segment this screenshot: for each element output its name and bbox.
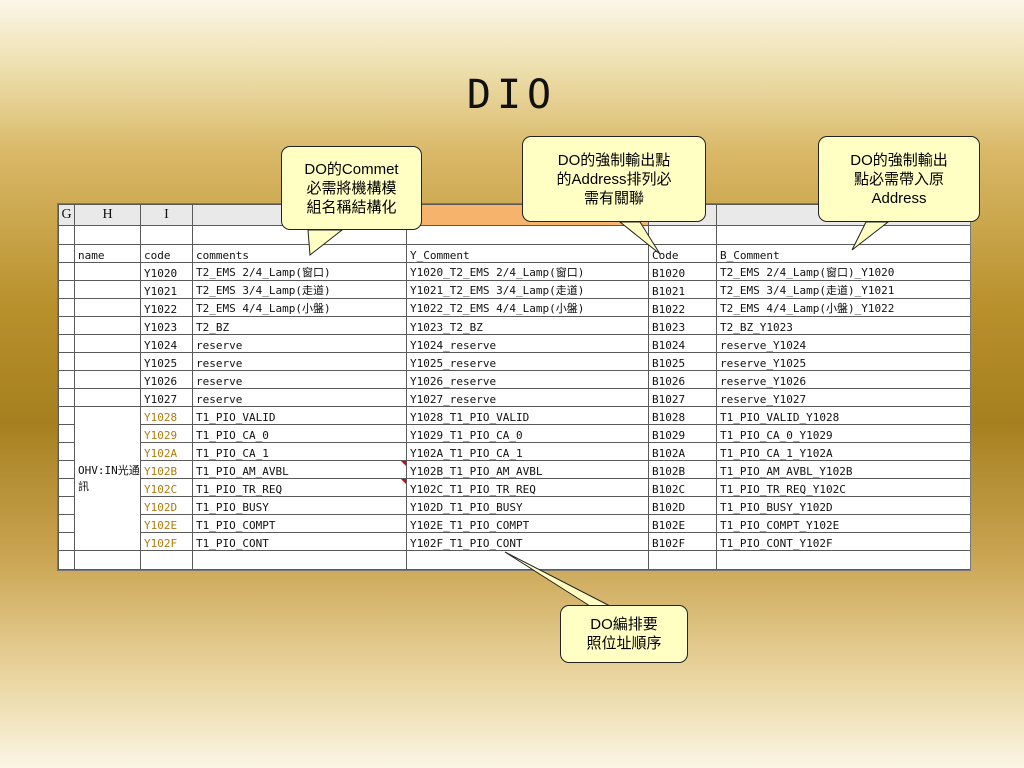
field-header-cell[interactable]: name — [74, 244, 141, 263]
cell-code[interactable]: Y102C — [140, 478, 193, 497]
cell-y-comment[interactable]: Y1024_reserve — [406, 334, 649, 353]
callout-pointer-comment — [307, 229, 344, 256]
cell-b-code[interactable]: B1020 — [648, 262, 717, 281]
cell-y-comment[interactable]: Y1026_reserve — [406, 370, 649, 389]
callout-comment-line-3: 組名稱結構化 — [306, 198, 397, 216]
callout-address-order-line-2: 的Address排列必 — [556, 170, 672, 188]
cell-b-code[interactable]: B102E — [648, 514, 717, 533]
cell-y-comment[interactable]: Y1027_reserve — [406, 388, 649, 407]
cell-code[interactable]: Y1020 — [140, 262, 193, 281]
callout-address-order-line-1: DO的強制輸出點 — [557, 151, 671, 169]
cell-b-comment[interactable]: reserve_Y1027 — [716, 388, 970, 407]
cell-b-code[interactable]: B102C — [648, 478, 717, 497]
cell-comment[interactable]: T1_PIO_AM_AVBL — [192, 460, 407, 479]
group-label: OHV:IN光通訊 — [78, 463, 140, 493]
callout-sequence-line-2: 照位址順序 — [586, 635, 662, 652]
callout-address-order-line-3: 需有關聯 — [583, 189, 644, 207]
cell-code[interactable]: Y1025 — [140, 352, 193, 371]
cell-code[interactable]: Y102D — [140, 496, 193, 515]
callout-sequence-line-1: DO編排要 — [590, 616, 658, 633]
column-header[interactable]: G — [58, 204, 75, 226]
field-header-cell[interactable]: Y_Comment — [406, 244, 649, 263]
cell-y-comment[interactable]: Y1020_T2_EMS 2/4_Lamp(窗口) — [406, 262, 649, 281]
cell-code[interactable]: Y102A — [140, 442, 193, 461]
column-header[interactable]: H — [74, 204, 141, 226]
cell-y-comment[interactable]: Y1022_T2_EMS 4/4_Lamp(小盤) — [406, 298, 649, 317]
callout-sequence: DO編排要 照位址順序 — [560, 605, 688, 663]
cell-b-code[interactable]: B1022 — [648, 298, 717, 317]
cell-y-comment[interactable]: Y102B_T1_PIO_AM_AVBL — [406, 460, 649, 479]
cell-b-code[interactable]: B1028 — [648, 406, 717, 425]
callout-pointer-with-address — [851, 221, 890, 251]
callout-pointer-address-order — [618, 221, 661, 255]
cell-b-code[interactable]: B1023 — [648, 316, 717, 335]
group-label-cell[interactable]: OHV:IN光通訊 — [74, 406, 141, 551]
callout-address-order: DO的強制輸出點 的Address排列必 需有關聯 — [522, 136, 706, 222]
cell-b-comment[interactable]: T1_PIO_VALID_Y1028 — [716, 406, 970, 425]
callout-with-address: DO的強制輸出 點必需帶入原 Address — [818, 136, 980, 222]
blank-row — [58, 550, 970, 570]
cell-b-comment[interactable]: T1_PIO_CA_0_Y1029 — [716, 424, 970, 443]
callout-with-address-line-1: DO的強制輸出 — [850, 151, 948, 169]
callout-comment-line-2: 必需將機構模 — [306, 179, 397, 197]
callout-with-address-line-2: 點必需帶入原 — [853, 170, 944, 188]
callout-comment: DO的Commet 必需將機構模 組名稱結構化 — [281, 146, 422, 230]
cell-comment[interactable]: T1_PIO_COMPT — [192, 514, 407, 533]
slide-title: DIO — [466, 72, 558, 118]
callout-comment-line-1: DO的Commet — [304, 160, 399, 178]
cell-b-comment[interactable]: T2_EMS 4/4_Lamp(小盤)_Y1022 — [716, 298, 970, 317]
cell[interactable] — [716, 550, 970, 570]
callout-with-address-line-3: Address — [871, 189, 927, 207]
cell-comment[interactable]: T1_PIO_BUSY — [192, 496, 407, 515]
cell-y-comment[interactable]: Y102E_T1_PIO_COMPT — [406, 514, 649, 533]
cell-b-comment[interactable]: T1_PIO_AM_AVBL_Y102B — [716, 460, 970, 479]
column-header[interactable]: I — [140, 204, 193, 226]
field-header-cell[interactable]: comments — [192, 244, 407, 263]
cell-y-comment[interactable]: Y102A_T1_PIO_CA_1 — [406, 442, 649, 461]
callout-pointer-sequence — [504, 551, 611, 607]
cell-b-code[interactable]: B1029 — [648, 424, 717, 443]
